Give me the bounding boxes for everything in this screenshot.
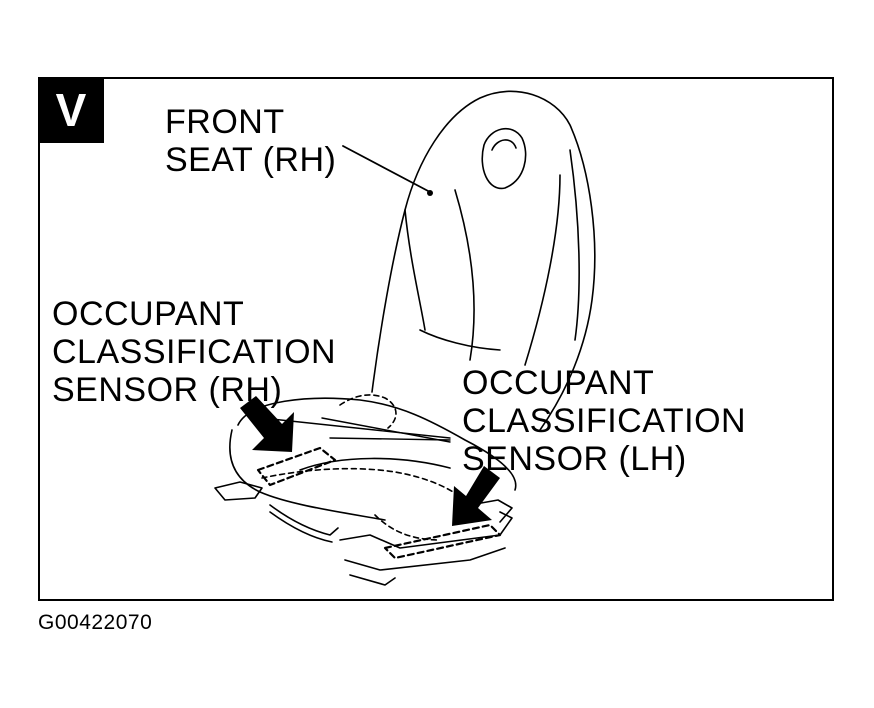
label-front-seat-line-2: SEAT (RH) — [165, 141, 337, 179]
label-sensor-lh-line-2: CLASSIFICATION — [462, 402, 747, 440]
figure-id: G00422070 — [38, 611, 153, 634]
leader-dot — [427, 190, 433, 196]
backrest-contour — [404, 209, 426, 331]
sensor-lh-outline — [383, 523, 502, 560]
headrest-opening — [481, 127, 527, 190]
seat-rail — [269, 504, 339, 536]
backrest-contour — [524, 174, 561, 366]
label-sensor-rh-line-3: SENSOR (RH) — [52, 371, 283, 409]
label-sensor-rh-line-2: CLASSIFICATION — [52, 333, 337, 371]
arrow-lh — [452, 466, 500, 526]
seat-cushion — [299, 457, 451, 471]
figure-frame — [38, 77, 834, 601]
view-badge: V — [38, 77, 104, 143]
seat-rail — [344, 547, 506, 571]
label-sensor-rh: OCCUPANT CLASSIFICATION SENSOR (RH) — [52, 295, 336, 409]
seat-rail — [349, 574, 396, 586]
leader-line-sensor-rh — [321, 417, 451, 443]
seat-rail — [214, 481, 263, 501]
seat-rail — [469, 499, 513, 523]
seat-rail — [269, 511, 333, 543]
headrest-opening — [491, 139, 517, 151]
seat-cushion — [237, 397, 517, 491]
leader-line-front-seat — [342, 145, 431, 193]
seat-rail — [339, 511, 513, 549]
seat-cushion — [229, 429, 386, 521]
sensor-rh-outline — [256, 446, 337, 487]
label-front-seat-line-1: FRONT — [165, 103, 285, 141]
backrest-contour — [454, 189, 475, 361]
label-sensor-lh-line-1: OCCUPANT — [462, 364, 655, 402]
leader-line-sensor-rh — [329, 437, 451, 441]
label-front-seat: FRONT SEAT (RH) — [165, 103, 336, 179]
sensor-lh-outline — [374, 514, 441, 541]
sensor-rh-outline — [339, 394, 397, 429]
backrest-contour — [419, 329, 501, 351]
label-sensor-lh-line-3: SENSOR (LH) — [462, 440, 687, 478]
backrest-outline — [371, 90, 596, 431]
label-sensor-rh-line-1: OCCUPANT — [52, 295, 245, 333]
arrow-rh — [240, 396, 294, 452]
sensor-rh-outline — [261, 467, 471, 506]
backrest-contour — [569, 149, 580, 341]
label-sensor-lh: OCCUPANT CLASSIFICATION SENSOR (LH) — [462, 364, 746, 478]
